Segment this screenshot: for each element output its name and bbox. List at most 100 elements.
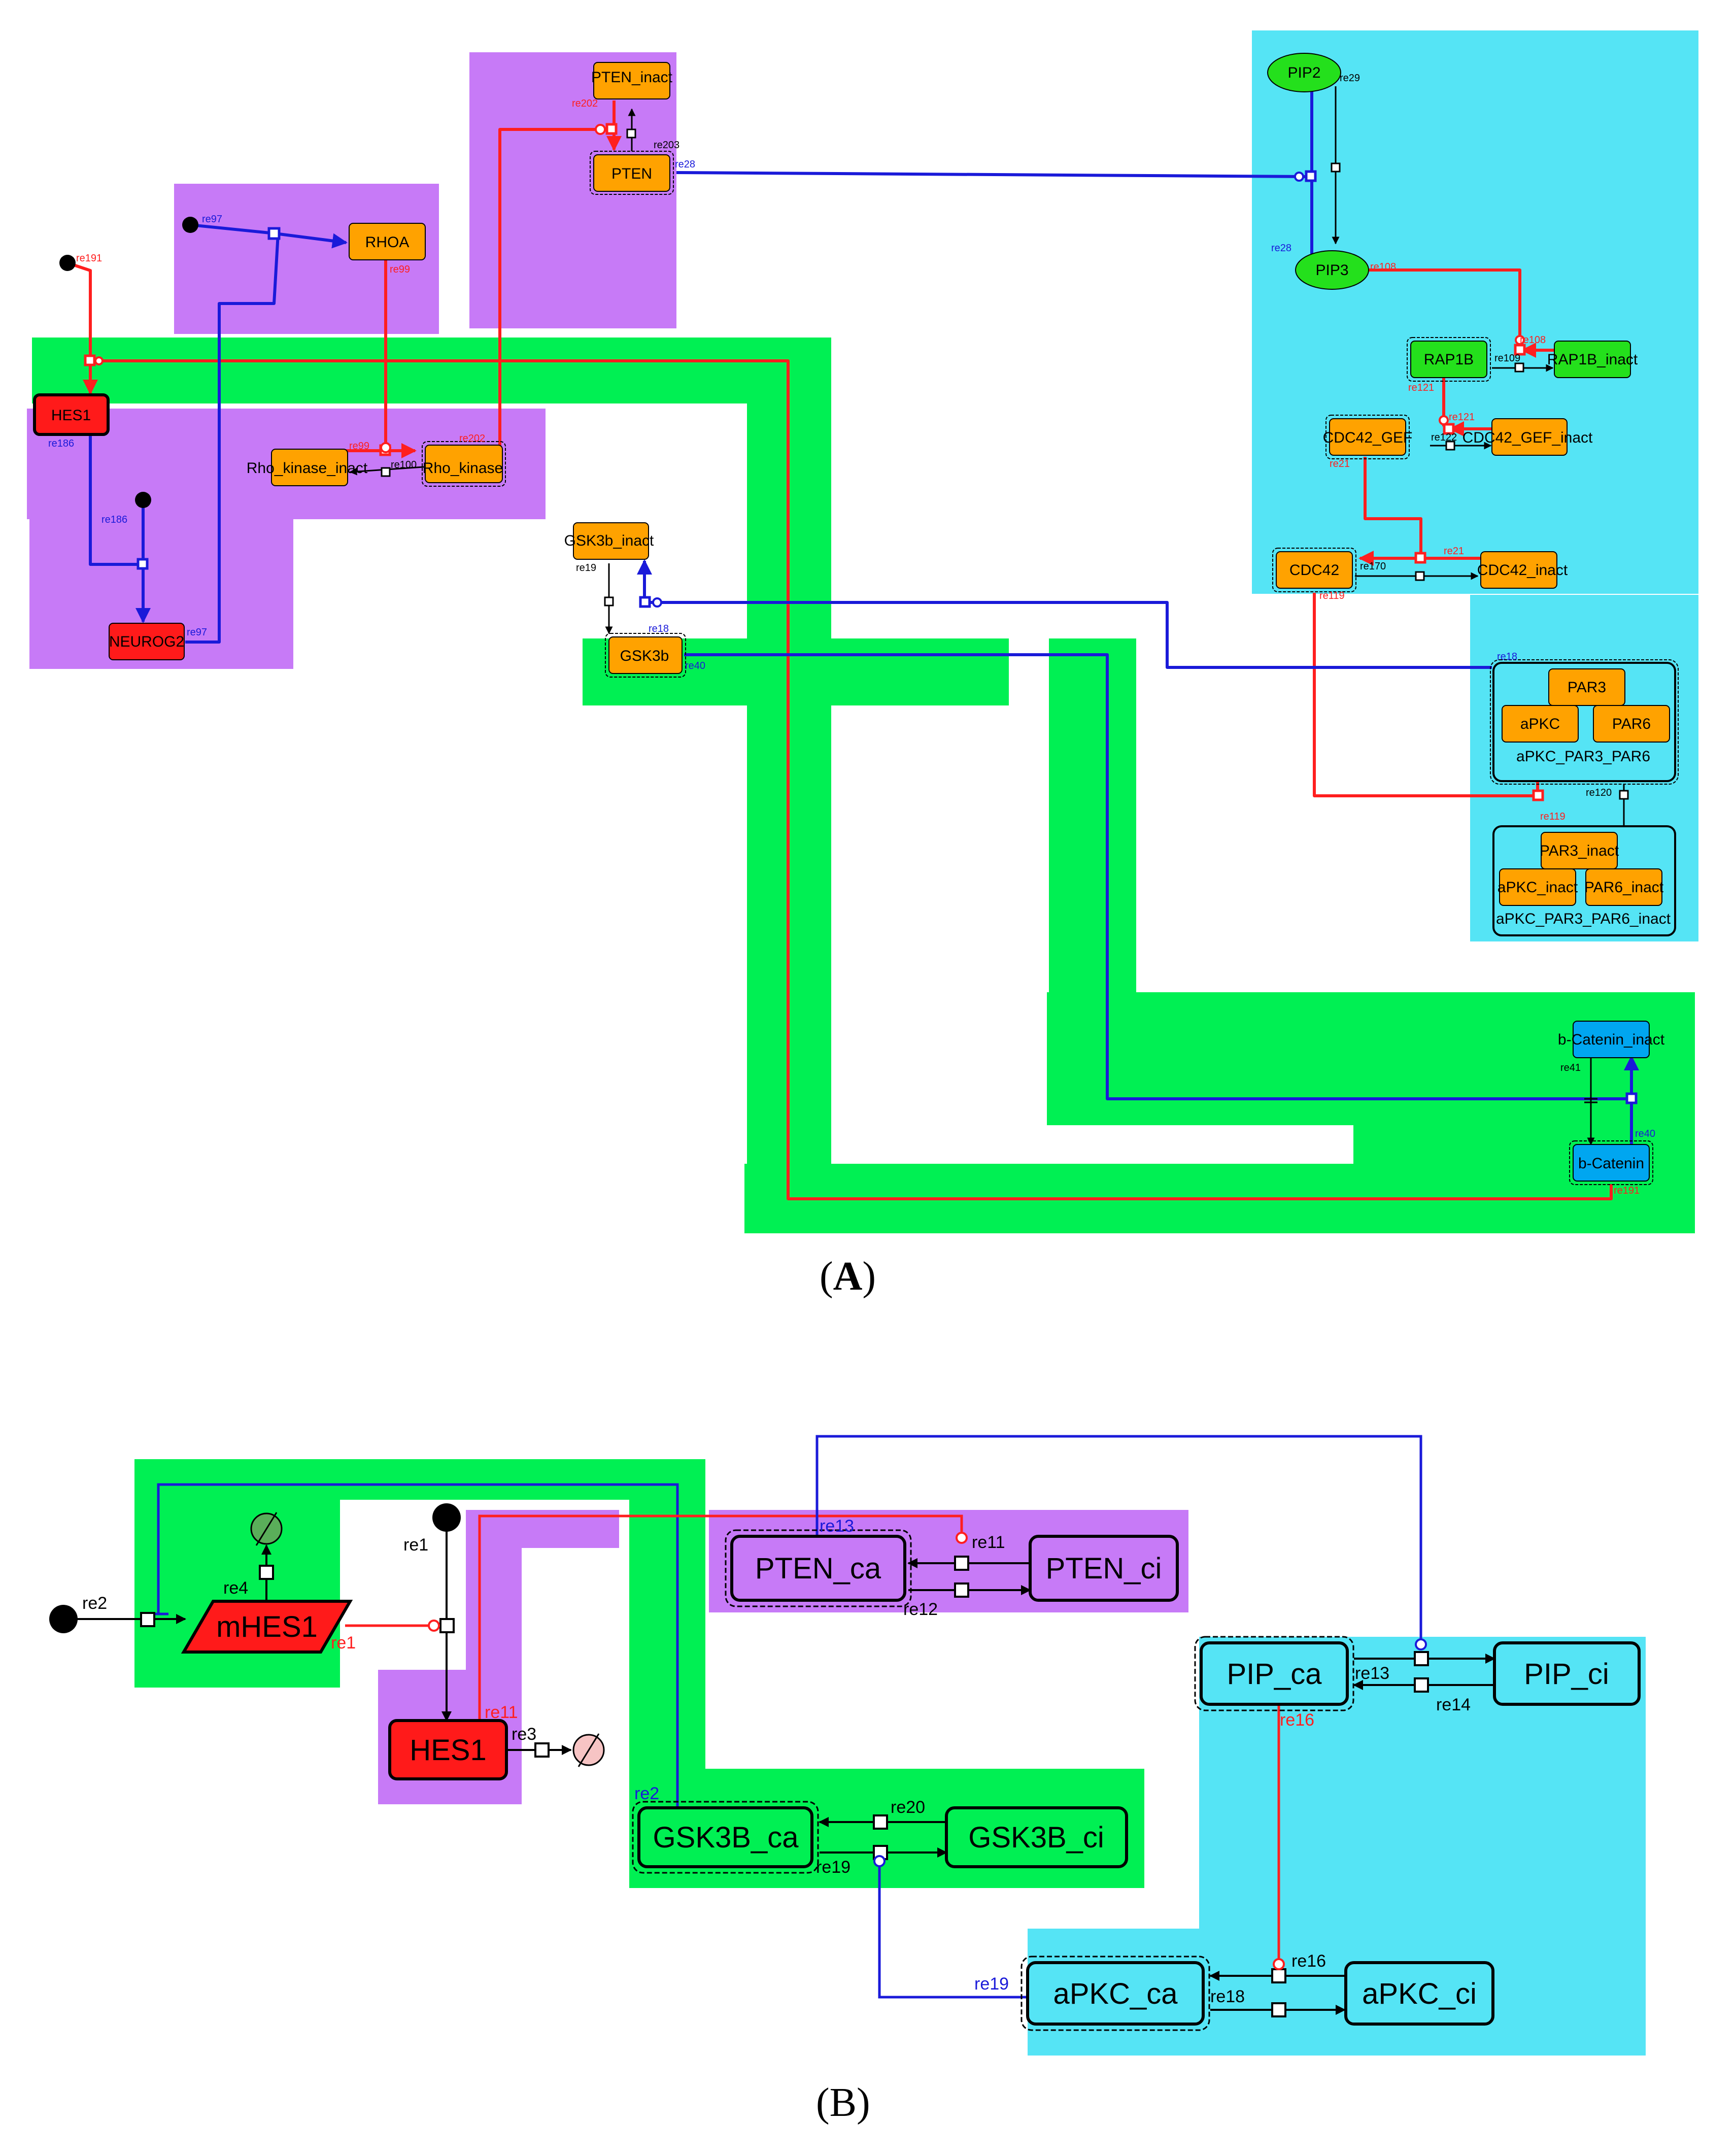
node-mhes1[interactable] xyxy=(181,1600,353,1654)
node-gsk3b-ci[interactable] xyxy=(945,1806,1128,1868)
node-label: aPKC_ci xyxy=(1362,1977,1477,2010)
node-cdc42-inact[interactable] xyxy=(1480,551,1557,589)
reaction-label: re11 xyxy=(485,1703,518,1722)
node-hes1[interactable] xyxy=(33,393,110,436)
reaction-label: re2 xyxy=(82,1594,107,1613)
node-label: GSK3b xyxy=(620,648,669,664)
node-apkc-ca[interactable] xyxy=(1026,1961,1205,2026)
source-dot xyxy=(59,255,76,271)
reaction-label: re16 xyxy=(1291,1951,1326,1971)
reaction-label: re2 xyxy=(634,1784,659,1803)
node-label: aPKC_ca xyxy=(1053,1977,1178,2010)
reaction-label: re18 xyxy=(649,623,669,634)
node-gsk3b[interactable] xyxy=(608,636,683,674)
node-label: PIP3 xyxy=(1315,262,1348,279)
panel-a-nodes: PTEN_inact PTEN RHOA HES1 NEUROG2 Rho_ki… xyxy=(33,53,1679,1185)
reaction-label: re40 xyxy=(1635,1128,1655,1139)
node-par3[interactable] xyxy=(1548,668,1625,706)
reaction-label: re186 xyxy=(101,514,127,525)
node-label: PTEN_ci xyxy=(1046,1552,1162,1585)
reaction-label: re99 xyxy=(349,441,369,452)
node-gsk3b-ca[interactable] xyxy=(637,1806,813,1868)
node-rho-kinase[interactable] xyxy=(425,445,503,483)
node-apkc-ci[interactable] xyxy=(1344,1961,1494,2026)
reaction-label: re28 xyxy=(675,159,695,170)
reaction-label: re202 xyxy=(572,98,598,109)
cyan-region-pip xyxy=(1252,30,1698,594)
node-label: PIP_ca xyxy=(1227,1658,1322,1691)
node-par3-inact[interactable] xyxy=(1541,832,1618,869)
reaction-label: re28 xyxy=(1271,243,1291,254)
reaction-label: re40 xyxy=(685,660,705,671)
green-band-vertical-2 xyxy=(1049,638,1136,994)
node-rap1b[interactable] xyxy=(1410,341,1487,378)
panel-a-glyphs xyxy=(84,123,1638,1104)
node-label: CDC42_GEF xyxy=(1323,429,1413,446)
reaction-label: re108 xyxy=(1370,261,1396,273)
node-label: b-Catenin xyxy=(1578,1155,1644,1172)
reaction-label: re120 xyxy=(1586,787,1612,798)
panel-a-lines xyxy=(67,64,1639,1200)
complex-apkc-par3-par6[interactable] xyxy=(1492,662,1676,782)
node-gsk3b-inact[interactable] xyxy=(573,522,649,560)
node-pten-ci[interactable] xyxy=(1029,1535,1179,1602)
reaction-label: re18 xyxy=(1210,1987,1245,2006)
panel-b-glyphs xyxy=(140,1532,1429,2017)
reaction-label: re121 xyxy=(1449,412,1475,423)
node-apkc[interactable] xyxy=(1502,705,1579,743)
source-dot xyxy=(135,492,151,508)
node-label: PIP2 xyxy=(1287,64,1320,81)
node-label: RHOA xyxy=(365,234,410,251)
node-apkc-inact[interactable] xyxy=(1499,868,1576,906)
panel-b-caption: (B) xyxy=(816,2080,870,2125)
node-neurog2[interactable] xyxy=(109,623,185,660)
degradation-icon xyxy=(250,1512,283,1546)
panel-a-caption: (A) xyxy=(820,1254,876,1299)
node-label: Rho_kinase_inact xyxy=(247,460,368,477)
source-dot xyxy=(432,1503,461,1532)
node-pten-inact[interactable] xyxy=(593,62,670,99)
node-pip-ci[interactable] xyxy=(1493,1641,1641,1706)
reaction-label: re99 xyxy=(390,264,410,275)
reaction-label: re186 xyxy=(48,438,74,449)
green-band-b-vertical xyxy=(629,1459,705,1789)
purple-region-hes1-strip xyxy=(466,1510,522,1672)
node-bcat[interactable] xyxy=(1573,1144,1650,1182)
reaction-label: re13 xyxy=(820,1517,854,1536)
node-rho-kinase-inact[interactable] xyxy=(271,449,348,486)
reaction-label: re122 xyxy=(1431,432,1457,443)
panel-a-backgrounds xyxy=(27,30,1698,1233)
node-label: PTEN_ca xyxy=(755,1552,881,1585)
node-label: PTEN xyxy=(611,165,652,182)
reaction-label: re11 xyxy=(972,1533,1005,1552)
reaction-label: re3 xyxy=(512,1725,536,1744)
node-cdc42[interactable] xyxy=(1276,551,1353,589)
reaction-label: re14 xyxy=(1436,1695,1471,1714)
node-label: mHES1 xyxy=(216,1610,318,1643)
panel-b-reaction-labels: re2 re4 re1 re1 re11 re3 re13 re11 re12 … xyxy=(82,1517,1471,2006)
node-rap1b-inact[interactable] xyxy=(1554,341,1631,378)
reaction-label: re191 xyxy=(1614,1185,1640,1196)
reaction-label: re18 xyxy=(1497,651,1517,662)
node-rhoa[interactable] xyxy=(349,223,426,260)
node-cdc42-gef[interactable] xyxy=(1329,418,1406,456)
node-cdc42-gef-inact[interactable] xyxy=(1491,418,1568,456)
reaction-label: re12 xyxy=(903,1600,938,1619)
node-pten-ca[interactable] xyxy=(730,1535,906,1602)
node-label: PAR6_inact xyxy=(1584,879,1664,896)
node-label: CDC42 xyxy=(1289,562,1339,579)
reaction-label: re4 xyxy=(223,1578,248,1598)
node-hes1-b[interactable] xyxy=(388,1719,508,1780)
node-pip3[interactable] xyxy=(1295,250,1369,290)
reaction-label: re16 xyxy=(1280,1710,1314,1730)
node-label: PAR6 xyxy=(1612,716,1651,732)
degradation-icon xyxy=(572,1733,605,1767)
reaction-label: re13 xyxy=(1355,1664,1389,1683)
node-bcat-inact[interactable] xyxy=(1573,1021,1650,1058)
node-pip2[interactable] xyxy=(1267,53,1341,92)
complex-apkc-par3-par6-inact[interactable] xyxy=(1492,825,1676,936)
node-par6-inact[interactable] xyxy=(1585,868,1662,906)
node-pip-ca[interactable] xyxy=(1200,1641,1349,1706)
node-par6[interactable] xyxy=(1593,705,1670,743)
node-pten[interactable] xyxy=(593,154,670,192)
